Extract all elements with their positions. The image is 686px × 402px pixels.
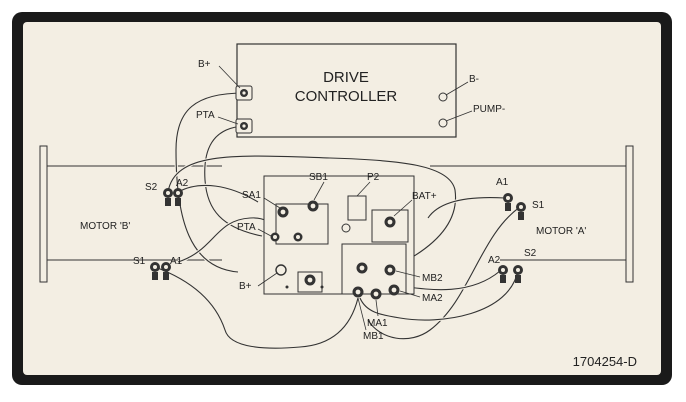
label-ma2: MA2	[422, 293, 443, 304]
leader-mb2	[395, 270, 421, 278]
motor-a-terminal-s1	[516, 202, 526, 220]
label-controller-pump: PUMP-	[473, 104, 505, 115]
motor-a-terminal-s2	[513, 265, 523, 283]
motor-b-name: MOTOR 'B'	[80, 221, 130, 232]
label-p2: P2	[367, 172, 380, 183]
stud-ma2	[388, 284, 400, 296]
controller-terminal-pta	[235, 118, 253, 134]
label-motor-a-a2: A2	[488, 255, 501, 266]
stud-sa1	[277, 206, 289, 218]
label-ma1: MA1	[367, 318, 388, 329]
motor-a-terminal-a2	[498, 265, 508, 283]
stud-contactor-b-plus	[275, 264, 287, 276]
label-mb1: MB1	[363, 331, 384, 342]
controller-terminal-b-plus	[235, 85, 253, 101]
controller-title-line2: CONTROLLER	[295, 88, 398, 105]
label-contactor-b-plus: B+	[239, 281, 252, 292]
stud-bat-plus	[384, 216, 396, 228]
stud-center	[304, 274, 316, 286]
label-controller-pta: PTA	[196, 110, 215, 121]
label-motor-a-s2: S2	[524, 248, 537, 259]
leader-p2	[356, 181, 371, 197]
wire-harness	[154, 91, 521, 350]
label-motor-a-a1: A1	[496, 177, 509, 188]
leader-b-minus	[445, 81, 469, 96]
leader-pump	[445, 110, 473, 122]
leader-bat-plus	[393, 199, 413, 217]
motor-a-name: MOTOR 'A'	[536, 226, 586, 237]
label-motor-b-a2: A2	[176, 178, 189, 189]
label-contactor-pta: PTA	[237, 222, 256, 233]
stud-upper-center	[356, 262, 368, 274]
stud-contactor-pta-2	[293, 232, 303, 242]
motor-b-terminal-s1	[150, 262, 160, 280]
stud-ma1	[370, 288, 382, 300]
stud-sb1	[307, 200, 319, 212]
leader-contactor-pta	[257, 228, 272, 237]
stud-contactor-pta	[270, 232, 280, 242]
leader-ma1	[375, 299, 379, 317]
screw-2	[320, 285, 324, 289]
leader-b-plus	[218, 65, 241, 89]
leader-ma2	[399, 290, 421, 298]
label-motor-b-s2: S2	[145, 182, 158, 193]
leader-sa1	[263, 197, 281, 209]
motor-b-terminal-s2	[163, 188, 173, 206]
stud-mb2	[384, 264, 396, 276]
label-sa1: SA1	[242, 190, 261, 201]
motor-b-terminal-a2	[173, 188, 183, 206]
screw-1	[285, 285, 289, 289]
leader-contactor-b-plus	[257, 272, 278, 287]
leader-pta	[217, 116, 239, 125]
motor-a-terminal-a1	[503, 193, 513, 211]
drive-controller	[236, 43, 457, 138]
label-motor-b-s1: S1	[133, 256, 146, 267]
label-controller-b-minus: B-	[469, 74, 479, 85]
label-motor-a-s1: S1	[532, 200, 545, 211]
motor-b-terminal-a1	[161, 262, 171, 280]
label-sb1: SB1	[309, 172, 328, 183]
stud-mb1	[352, 286, 364, 298]
part-number: 1704254-D	[573, 354, 637, 369]
label-controller-b-plus: B+	[198, 59, 211, 70]
label-bat-plus: BAT+	[412, 191, 437, 202]
label-mb2: MB2	[422, 273, 443, 284]
motor-a	[430, 145, 634, 283]
leader-mb1	[357, 297, 367, 331]
controller-title-line1: DRIVE	[323, 69, 369, 86]
label-motor-b-a1: A1	[170, 256, 183, 267]
leader-sb1	[313, 181, 325, 201]
contactor-assembly	[263, 175, 415, 295]
